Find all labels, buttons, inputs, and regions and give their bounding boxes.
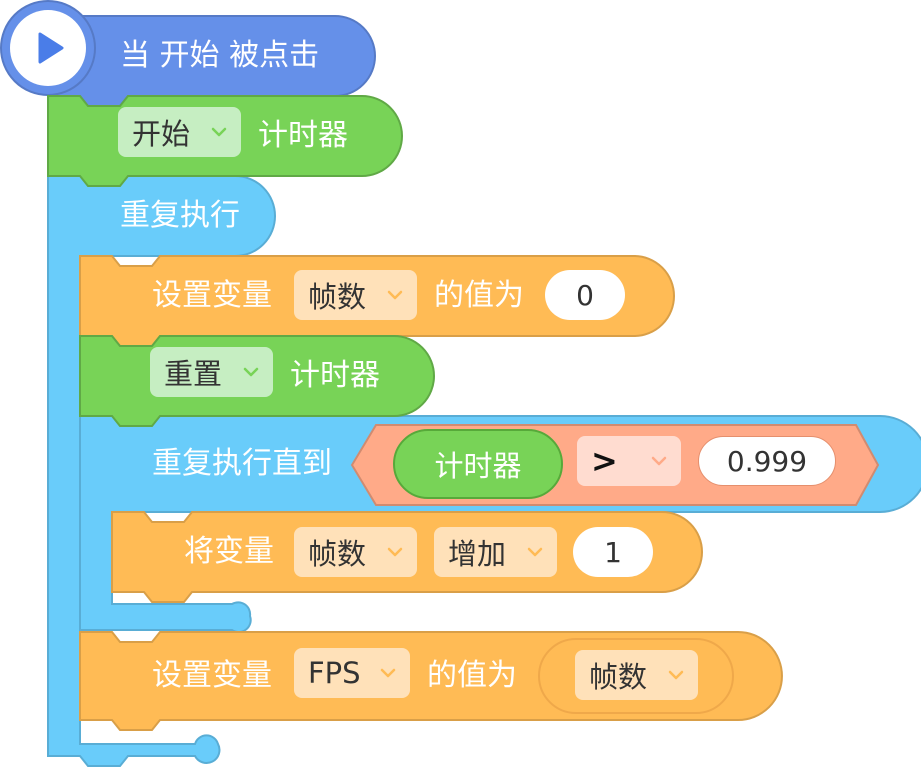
variable-reporter-frames[interactable]: 帧数 [575, 650, 698, 700]
play-button[interactable] [10, 10, 86, 86]
timer-action-value: 开始 [132, 117, 191, 151]
chevron-down-icon [387, 547, 403, 557]
value-input-threshold[interactable]: 0.999 [698, 436, 836, 486]
comparison-operator-dropdown[interactable]: > [577, 436, 681, 486]
timer-reset-dropdown[interactable]: 重置 [150, 347, 273, 397]
timer-reporter-label: 计时器 [434, 449, 522, 483]
operation-value: 增加 [448, 537, 507, 571]
set-variable-label: 设置变量 [152, 658, 272, 693]
timer-action-dropdown[interactable]: 开始 [118, 107, 241, 157]
repeat-forever-label: 重复执行 [120, 198, 240, 233]
timer-action-value: 重置 [164, 357, 223, 391]
event-label: 当 开始 被点击 [120, 38, 320, 73]
chevron-down-icon [668, 670, 684, 680]
chevron-down-icon [387, 290, 403, 300]
variable-value: FPS [308, 656, 361, 690]
repeat-until-label: 重复执行直到 [152, 446, 332, 481]
variable-value: 帧数 [308, 280, 367, 314]
chevron-down-icon [211, 127, 227, 137]
chevron-down-icon [380, 668, 396, 678]
variable-dropdown-frames[interactable]: 帧数 [294, 270, 417, 320]
timer-reporter[interactable]: 计时器 [393, 429, 563, 499]
set-to-label: 的值为 [427, 658, 517, 693]
timer-start-label: 计时器 [258, 118, 348, 153]
variable-dropdown-frames[interactable]: 帧数 [294, 527, 417, 577]
set-variable-label: 设置变量 [152, 278, 272, 313]
variable-dropdown-fps[interactable]: FPS [294, 648, 410, 698]
chevron-down-icon [527, 547, 543, 557]
set-to-label: 的值为 [434, 278, 524, 313]
change-variable-label: 将变量 [184, 534, 274, 569]
play-icon [38, 32, 64, 64]
value-input-one[interactable]: 1 [573, 527, 653, 577]
chevron-down-icon [651, 456, 667, 466]
variable-value: 帧数 [589, 660, 648, 694]
value-input-zero[interactable]: 0 [545, 270, 625, 320]
operation-dropdown[interactable]: 增加 [434, 527, 557, 577]
chevron-down-icon [243, 367, 259, 377]
variable-value: 帧数 [308, 537, 367, 571]
variable-reporter-slot [538, 638, 734, 714]
operator-value: > [591, 442, 618, 480]
repeat-forever-block[interactable] [47, 175, 276, 767]
timer-reset-label: 计时器 [290, 358, 380, 393]
